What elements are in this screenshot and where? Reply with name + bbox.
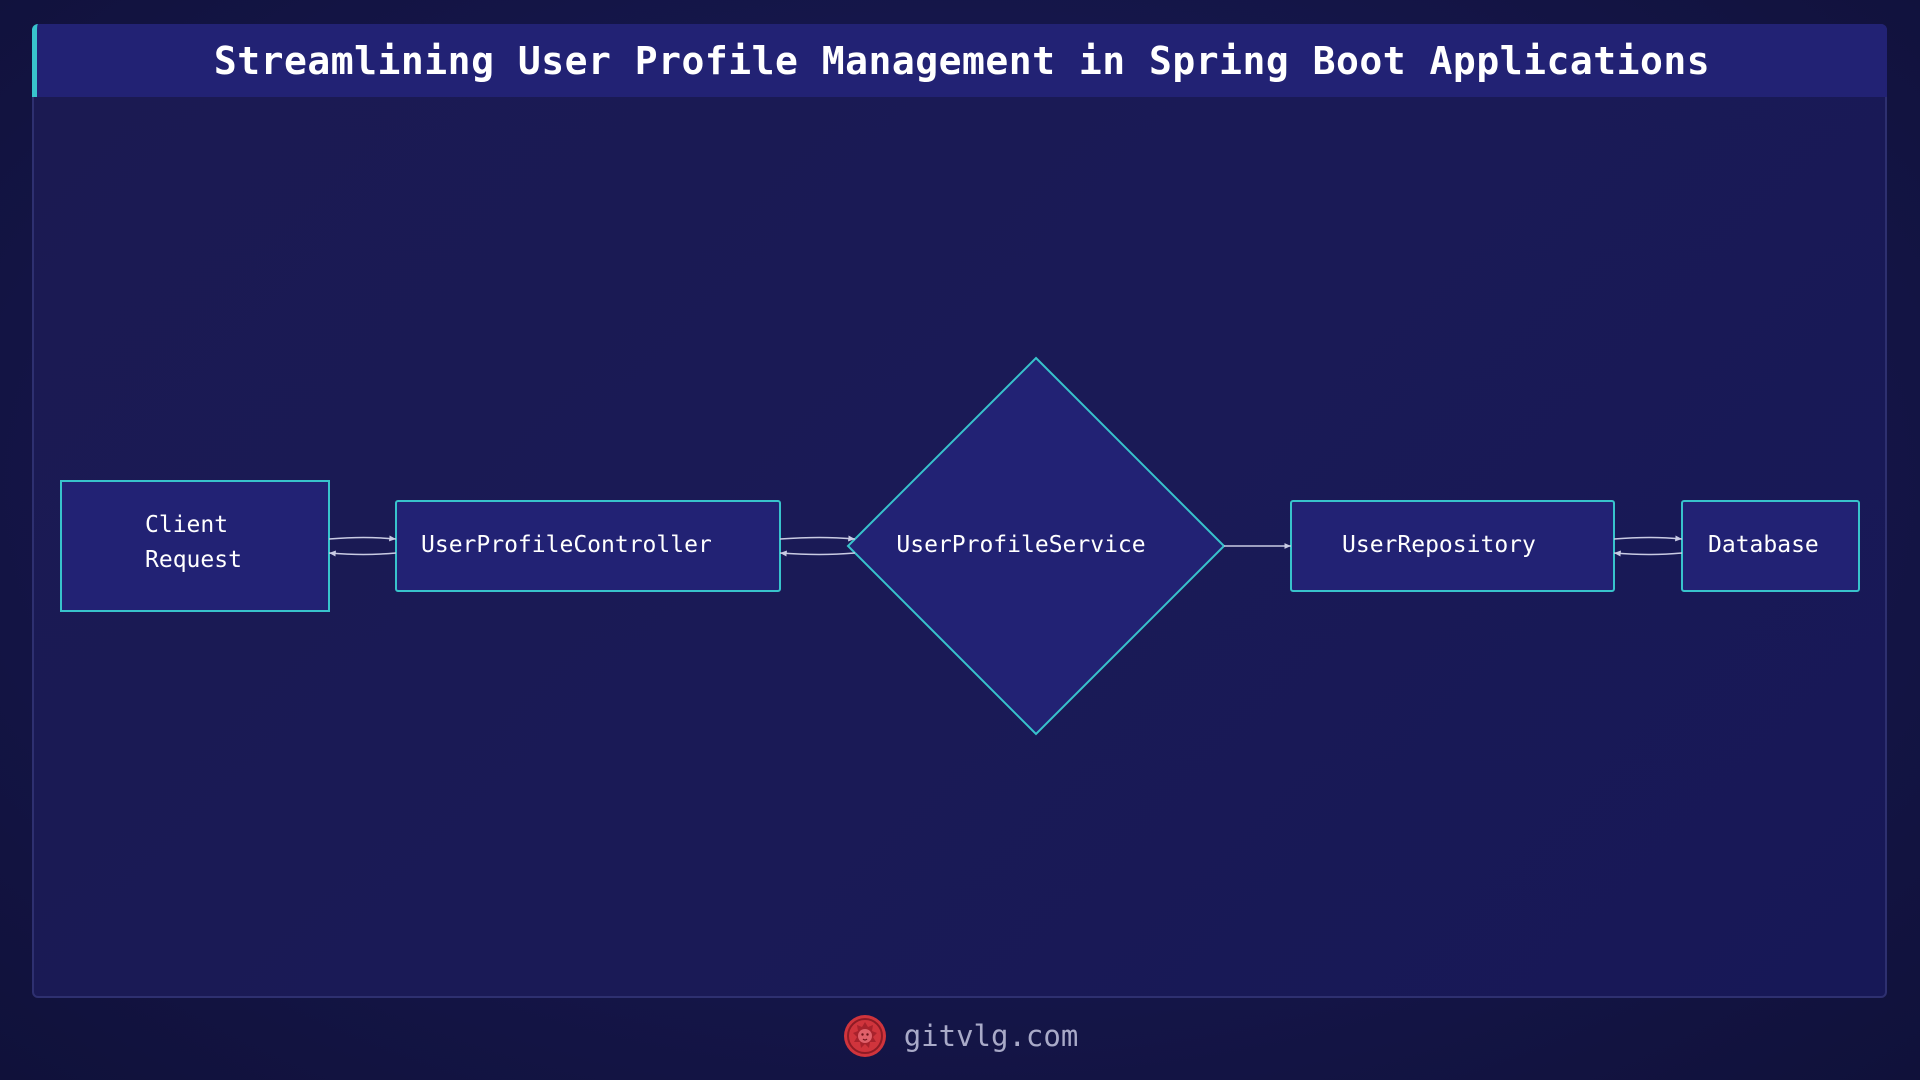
arrow-controller-to-client: [328, 550, 397, 557]
node-database-box: [1681, 500, 1860, 592]
arrow-controller-to-service: [779, 535, 856, 542]
node-database-label: Database: [1708, 532, 1819, 558]
node-user-profile-controller: UserProfileController: [395, 500, 781, 592]
page-title: Streamlining User Profile Management in …: [213, 38, 1711, 83]
node-client-request-box: [60, 480, 330, 612]
node-user-profile-controller-box: [395, 500, 781, 592]
node-user-profile-service-diamond: [846, 356, 1226, 736]
node-user-repository: UserRepository: [1290, 500, 1615, 592]
node-user-profile-service: UserProfileService: [846, 356, 1226, 736]
title-bar: Streamlining User Profile Management in …: [32, 24, 1887, 97]
node-user-repository-label: UserRepository: [1342, 532, 1536, 558]
footer-site-link[interactable]: gitvlg.com: [903, 1019, 1079, 1053]
node-user-profile-service-label: UserProfileService: [896, 532, 1145, 558]
node-client-request-label-line1: Client: [145, 512, 228, 538]
arrow-database-to-repository: [1613, 550, 1683, 557]
arrow-service-to-controller: [779, 550, 856, 557]
node-user-profile-controller-label: UserProfileController: [421, 532, 712, 558]
node-client-request: Client Request: [60, 480, 330, 612]
arrow-client-to-controller: [328, 535, 397, 542]
node-database: Database: [1681, 500, 1860, 592]
lion-logo-icon: [843, 1015, 886, 1057]
arrow-repository-to-database: [1613, 535, 1683, 542]
node-client-request-label-line2: Request: [145, 547, 242, 573]
footer: gitvlg.com: [0, 1008, 1920, 1064]
